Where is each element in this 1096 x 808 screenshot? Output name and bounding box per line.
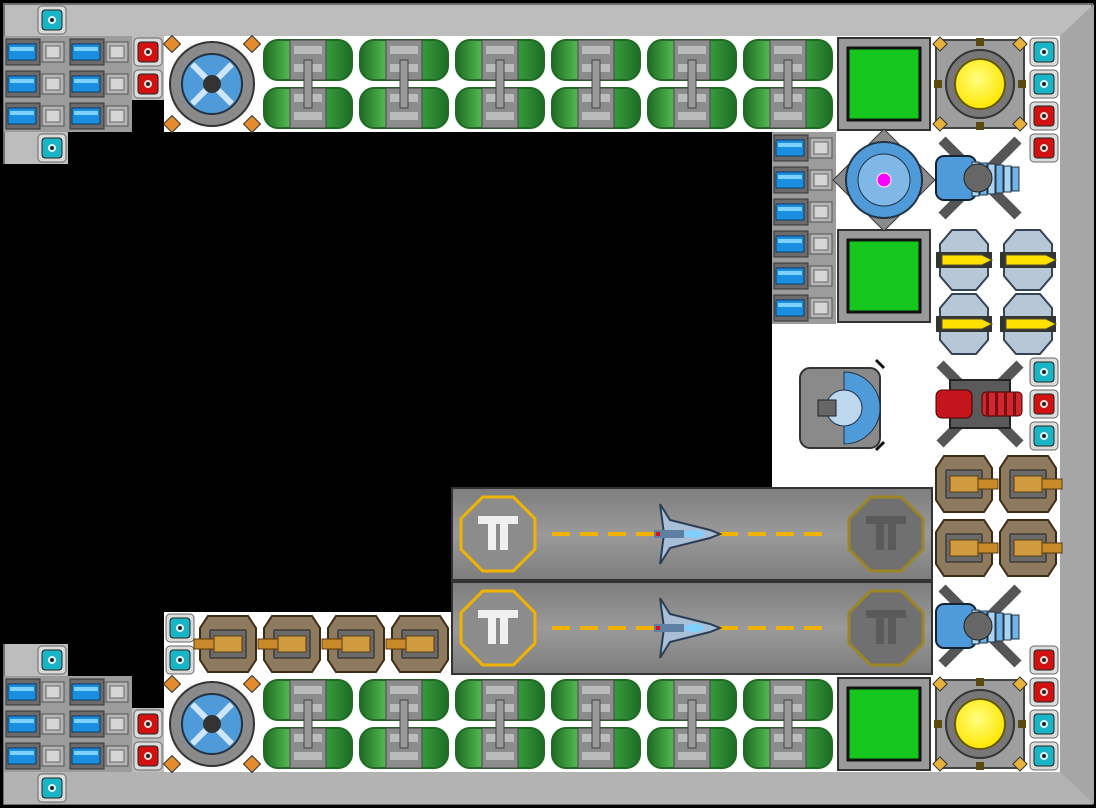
- cannon-turret[interactable]: [321, 615, 385, 673]
- engine-core[interactable]: [162, 34, 262, 134]
- thruster[interactable]: [772, 164, 836, 196]
- fuel-tank[interactable]: [359, 39, 449, 129]
- connector-node[interactable]: [37, 133, 67, 163]
- thruster[interactable]: [772, 292, 836, 324]
- fuel-tank[interactable]: [455, 679, 545, 769]
- connector-node[interactable]: [133, 37, 163, 67]
- thruster[interactable]: [772, 228, 836, 260]
- thruster[interactable]: [4, 100, 68, 132]
- thruster[interactable]: [68, 100, 132, 132]
- fuel-tank[interactable]: [455, 39, 545, 129]
- fuel-tank[interactable]: [359, 679, 449, 769]
- thruster[interactable]: [772, 196, 836, 228]
- thruster[interactable]: [4, 708, 68, 740]
- power-reactor[interactable]: [932, 36, 1028, 132]
- connector-node[interactable]: [1029, 357, 1059, 387]
- modules-layer: [4, 5, 1063, 803]
- connector-node[interactable]: [1029, 741, 1059, 771]
- thruster[interactable]: [68, 740, 132, 772]
- missile-launcher[interactable]: [1000, 293, 1058, 355]
- thruster[interactable]: [4, 36, 68, 68]
- cannon-turret[interactable]: [385, 615, 449, 673]
- fuel-tank[interactable]: [551, 679, 641, 769]
- thruster[interactable]: [4, 68, 68, 100]
- connector-node[interactable]: [37, 5, 67, 35]
- thruster[interactable]: [68, 36, 132, 68]
- connector-node[interactable]: [1029, 37, 1059, 67]
- connector-node[interactable]: [1029, 101, 1059, 131]
- connector-node[interactable]: [1029, 389, 1059, 419]
- void-space: [0, 100, 772, 708]
- connector-node[interactable]: [1029, 709, 1059, 739]
- thruster[interactable]: [68, 68, 132, 100]
- connector-node[interactable]: [37, 773, 67, 803]
- thruster[interactable]: [68, 708, 132, 740]
- connector-node[interactable]: [133, 741, 163, 771]
- fighter-drone[interactable]: [654, 503, 723, 565]
- runway-strip[interactable]: [451, 581, 933, 675]
- command-screen[interactable]: [837, 229, 931, 323]
- engine-core[interactable]: [162, 674, 262, 774]
- cannon-turret[interactable]: [999, 519, 1063, 577]
- railgun-turret[interactable]: [935, 584, 1022, 668]
- fuel-tank[interactable]: [647, 679, 737, 769]
- hangar-bay[interactable]: [799, 358, 886, 452]
- thruster[interactable]: [4, 676, 68, 708]
- fuel-tank[interactable]: [647, 39, 737, 129]
- shield-generator[interactable]: [832, 128, 936, 232]
- command-screen[interactable]: [837, 37, 931, 131]
- connector-node[interactable]: [1029, 677, 1059, 707]
- cannon-turret[interactable]: [935, 519, 999, 577]
- missile-launcher[interactable]: [1000, 229, 1058, 291]
- cannon-turret[interactable]: [935, 455, 999, 513]
- fuel-tank[interactable]: [263, 679, 353, 769]
- fuel-tank[interactable]: [743, 39, 833, 129]
- fuel-tank[interactable]: [551, 39, 641, 129]
- power-reactor[interactable]: [932, 676, 1028, 772]
- cannon-turret[interactable]: [193, 615, 257, 673]
- fuel-tank[interactable]: [263, 39, 353, 129]
- thruster[interactable]: [4, 740, 68, 772]
- connector-node[interactable]: [1029, 421, 1059, 451]
- missile-launcher[interactable]: [936, 229, 994, 291]
- fighter-drone[interactable]: [654, 597, 723, 659]
- connector-node[interactable]: [133, 709, 163, 739]
- connector-node[interactable]: [165, 613, 195, 643]
- fuel-tank[interactable]: [743, 679, 833, 769]
- runway-strip[interactable]: [451, 487, 933, 581]
- connector-node[interactable]: [37, 645, 67, 675]
- connector-node[interactable]: [1029, 133, 1059, 163]
- missile-launcher[interactable]: [936, 293, 994, 355]
- railgun-turret[interactable]: [935, 136, 1022, 220]
- connector-node[interactable]: [133, 69, 163, 99]
- command-screen[interactable]: [837, 677, 931, 771]
- thruster[interactable]: [772, 260, 836, 292]
- connector-node[interactable]: [1029, 69, 1059, 99]
- laser-turret[interactable]: [935, 360, 1024, 448]
- cannon-turret[interactable]: [257, 615, 321, 673]
- thruster[interactable]: [68, 676, 132, 708]
- thruster[interactable]: [772, 132, 836, 164]
- connector-node[interactable]: [1029, 645, 1059, 675]
- connector-node[interactable]: [165, 645, 195, 675]
- cannon-turret[interactable]: [999, 455, 1063, 513]
